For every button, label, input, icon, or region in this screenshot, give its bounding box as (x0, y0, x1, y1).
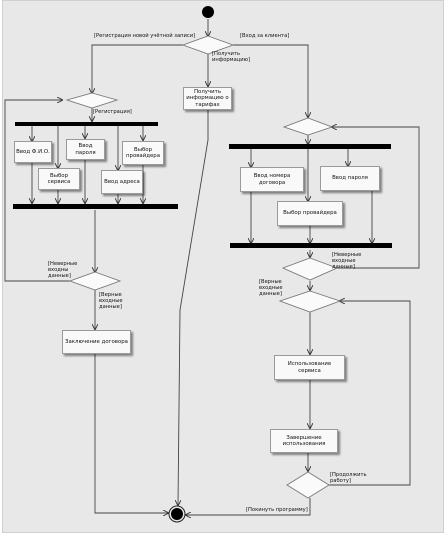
registration-join-bar (13, 204, 178, 209)
guard-get-info: [Получить информацию] (212, 51, 251, 63)
action-enter-address: Ввод адреса (101, 170, 143, 194)
final-node-ring (168, 505, 186, 523)
action-choose-provider-login: Выбор провайдера (277, 201, 343, 226)
login-fork-bar (229, 144, 391, 149)
edge-invalid-reg-loop (4, 100, 72, 282)
exit-decision (286, 471, 330, 499)
action-enter-name: Ввод Ф.И.О. (14, 141, 52, 163)
login-join-bar (230, 243, 392, 248)
edge-continue-loop (329, 301, 411, 486)
edge-contract-to-final (94, 353, 168, 513)
action-choose-provider-reg: Выбор провайдера (122, 141, 164, 165)
final-node (171, 508, 183, 520)
guard-invalid-reg: [Неверные входны данные] (48, 261, 78, 279)
action-enter-contract-number: Ввод номера договора (240, 167, 304, 192)
action-finish-use: Завершение использования (270, 429, 338, 453)
registration-decision (65, 92, 119, 109)
action-use-service: Использование сервиса (274, 355, 345, 380)
guard-exit-program: [Покинуть программу] (246, 507, 308, 513)
action-choose-service: Выбор сервиса (38, 168, 80, 190)
edge-exit-to-final (186, 498, 311, 515)
guard-valid-login: [Верные входные данные] (259, 279, 283, 297)
login-decision (282, 117, 334, 136)
reg-data-check-decision (68, 271, 122, 291)
guard-register-new: [Регистрация новой учётной записи] (94, 33, 196, 39)
action-contract-conclusion: Заключение договора (62, 330, 131, 354)
edge-invalid-login-loop (332, 127, 420, 269)
guard-registration: [Регистрация] (93, 109, 132, 115)
guard-login: [Вход за клиента] (240, 33, 290, 39)
action-enter-password-login: Ввод пароля (320, 166, 380, 191)
edge-info-to-final (178, 110, 209, 505)
guard-valid-reg: [Верные входные данные] (99, 292, 123, 310)
guard-continue-work: [Продолжить работу] (330, 472, 367, 484)
work-merge-decision (278, 290, 342, 313)
initial-node (202, 6, 214, 18)
guard-invalid-login: [Неверные входные данные] (332, 252, 362, 270)
action-get-tariff-info: Получить информацию о тарифах (183, 87, 232, 110)
registration-fork-bar (15, 122, 158, 126)
edge-main-to-register (92, 44, 183, 93)
edge-main-to-login (233, 44, 308, 117)
action-enter-password-reg: Ввод пароля (66, 139, 105, 160)
main-decision (181, 35, 235, 55)
login-data-check-decision (281, 257, 339, 281)
